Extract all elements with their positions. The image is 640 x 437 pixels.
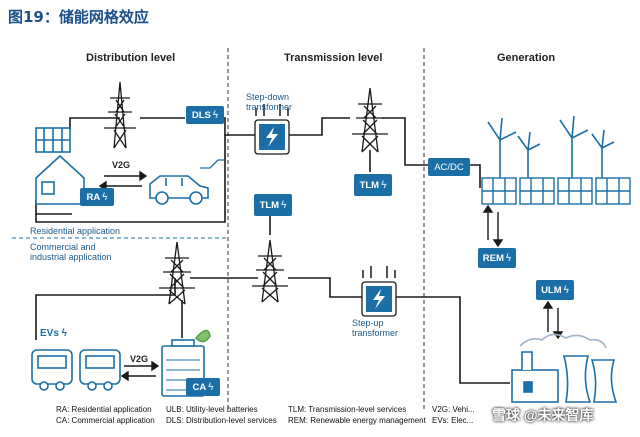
residential-label: Residential application <box>30 226 121 236</box>
legend-v2g: V2G: Vehi... <box>432 405 475 414</box>
evs-label-group: EVs ϟ <box>40 328 67 339</box>
lightning-icon: ϟ <box>102 191 108 203</box>
ulm-arrows <box>542 300 564 340</box>
solar-panel-icons <box>481 177 631 205</box>
distribution-level-heading: Distribution level <box>86 52 176 64</box>
evs-label: EVs <box>40 328 59 339</box>
commercial-label: Commercial and industrial application <box>30 242 112 262</box>
wind-turbine-icons <box>487 115 615 185</box>
legend-tlm: TLM: Transmission-level services <box>288 405 407 414</box>
ev-car-icons <box>31 349 121 391</box>
lightning-icon: ϟ <box>563 284 569 296</box>
v2g-arrows-bottom <box>120 360 160 382</box>
step-down-label: Step-down transformer <box>246 92 293 112</box>
legend-col-4: V2G: Vehi... EVs: Elec... <box>432 405 475 426</box>
legend-col-2: ULB: Utility-level batteries DLS: Distri… <box>166 405 277 426</box>
tower-icon-top-left <box>104 81 136 149</box>
lightning-icon: ϟ <box>505 252 512 264</box>
transmission-level-heading: Transmission level <box>284 52 383 64</box>
power-plant-icon <box>511 333 618 403</box>
legend-col-3: TLM: Transmission-level services REM: Re… <box>288 405 426 426</box>
step-down-transformer-icon <box>254 104 290 155</box>
v2g-label-bottom: V2G <box>130 354 149 364</box>
tower-icon-lower-left <box>159 241 195 305</box>
rem-label: REM <box>482 252 504 264</box>
tlm-label-top: TLM <box>359 179 380 191</box>
lightning-icon: ϟ <box>381 179 387 191</box>
watermark: 雪球 @未来智库 <box>492 407 594 423</box>
ra-label: RA <box>86 191 101 203</box>
step-up-transformer-icon <box>361 266 397 317</box>
legend-col-1: RA: Residential application CA: Commerci… <box>56 405 155 426</box>
dls-label: DLS <box>191 109 211 121</box>
legend-evs: EVs: Elec... <box>432 415 474 425</box>
lightning-icon: ϟ <box>208 381 214 393</box>
lightning-icon: ϟ <box>281 199 287 211</box>
v2g-arrows-top <box>98 170 148 192</box>
legend-dls: DLS: Distribution-level services <box>166 415 277 425</box>
legend-ra: RA: Residential application <box>56 405 152 414</box>
tlm-label-left: TLM <box>259 199 280 211</box>
ca-label: CA <box>192 381 207 393</box>
tower-icon-transmission-top <box>352 87 388 153</box>
generation-heading: Generation <box>497 52 556 64</box>
lightning-icon: ϟ <box>212 109 219 121</box>
acdc-box: AC/DC <box>428 158 470 176</box>
ulm-label: ULM <box>541 284 562 296</box>
acdc-label: AC/DC <box>434 161 464 173</box>
lightning-icon: ϟ <box>58 328 67 339</box>
house-icon <box>35 127 85 205</box>
v2g-label-top: V2G <box>112 160 131 170</box>
rem-arrows <box>482 204 504 248</box>
tower-icon-transmission-lower <box>252 239 288 303</box>
legend-ca: CA: Commercial application <box>56 415 155 425</box>
legend-ulb: ULB: Utility-level batteries <box>166 405 258 414</box>
figure-title: 图19：储能网格效应 <box>8 8 149 26</box>
step-up-label: Step-up transformer <box>352 318 399 338</box>
car-icon-top <box>149 159 224 205</box>
legend-rem: REM: Renewable energy management <box>288 415 426 425</box>
